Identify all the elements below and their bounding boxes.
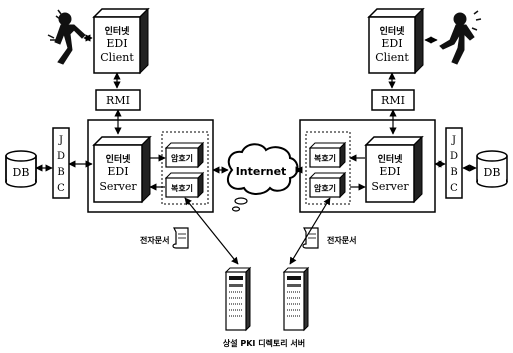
left-rmi-box: RMI [96,90,140,110]
left-jdbc-d: D [57,151,65,162]
left-document-label: 전자문서 [140,235,169,245]
right-jdbc-b: B [450,167,457,178]
left-jdbc-j: J [58,135,63,146]
right-user-icon [440,11,481,64]
internet-cloud: Internet [228,144,298,211]
right-jdbc-c: C [450,183,458,194]
right-server-line1: 인터넷 [378,153,404,165]
left-document-icon [173,228,188,248]
left-server-line3: Server [99,180,137,193]
left-encryptor-box: 암호기 [166,143,203,167]
left-module-bottom-label: 복호기 [171,183,193,193]
right-database-icon: DB [477,151,507,187]
left-server-line2: EDI [107,165,128,178]
left-module-top-label: 암호기 [171,153,193,163]
right-module-top-label: 복호기 [314,153,336,163]
right-client-line3: Client [375,51,409,64]
right-server-line3: Server [371,180,409,193]
left-jdbc-box: J D B C [53,128,69,198]
pki-caption: 상설 PKI 디렉토리 서버 [223,338,305,348]
left-jdbc-b: B [57,167,64,178]
left-edi-server-box: 인터넷 EDI Server [94,137,150,202]
pki-server-right-icon [284,268,308,330]
left-rmi-label: RMI [106,94,130,107]
right-decryptor-box: 복호기 [310,143,345,167]
left-decryptor-box: 복호기 [166,173,203,197]
right-edi-server-box: 인터넷 EDI Server [366,137,422,202]
left-db-label: DB [13,166,30,179]
right-db-label: DB [484,166,501,179]
left-server-line1: 인터넷 [106,153,132,165]
left-database-icon: DB [6,151,36,187]
right-document-label: 전자문서 [327,235,356,245]
right-jdbc-j: J [451,135,456,146]
left-client-line3: Client [100,51,134,64]
right-edi-client-box: 인터넷 EDI Client [369,9,423,73]
right-module-bottom-label: 암호기 [314,183,336,193]
right-rmi-label: RMI [381,94,405,107]
right-server-line2: EDI [379,165,400,178]
internet-label: Internet [236,165,287,178]
right-jdbc-box: J D B C [446,128,462,198]
left-client-line2: EDI [106,37,127,50]
right-jdbc-d: D [450,151,458,162]
left-jdbc-c: C [57,183,65,194]
left-edi-client-box: 인터넷 EDI Client [94,9,148,73]
pki-server-left-icon [226,268,250,330]
left-user-icon [48,10,85,64]
left-client-line1: 인터넷 [105,25,131,37]
right-client-line1: 인터넷 [380,25,406,37]
right-encryptor-box: 암호기 [310,173,345,197]
right-rmi-box: RMI [372,90,414,110]
right-client-line2: EDI [381,37,402,50]
